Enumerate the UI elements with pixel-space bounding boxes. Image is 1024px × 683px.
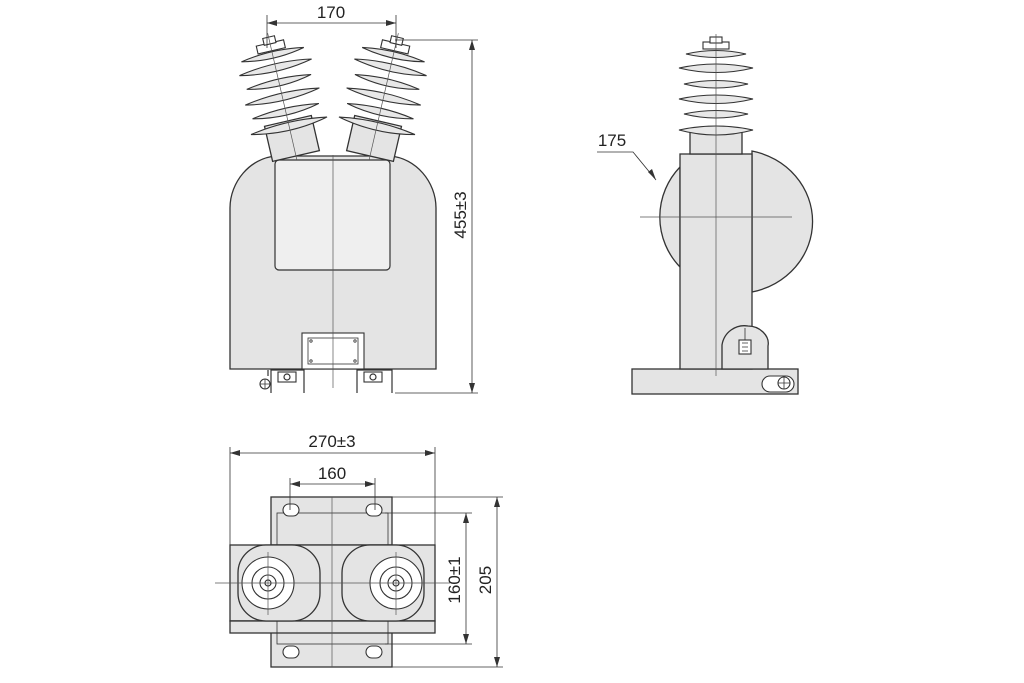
front-view: 170 455±3 <box>229 3 478 394</box>
dimension-170: 170 <box>266 3 397 48</box>
front-insulator-right <box>338 33 427 163</box>
side-view: 175 <box>597 34 814 395</box>
top-view: 270±3 160 160±1 205 <box>215 432 503 668</box>
dimension-160-vertical: 160±1 <box>385 512 472 645</box>
dimension-455: 455±3 <box>395 39 478 394</box>
dimension-175: 175 <box>597 131 657 181</box>
dimension-160-label: 160 <box>318 464 346 483</box>
dimension-205: 205 <box>392 496 503 668</box>
dimension-160-horizontal: 160 <box>289 464 376 510</box>
dimension-455-label: 455±3 <box>451 191 470 238</box>
dimension-175-label: 175 <box>598 131 626 150</box>
front-foot-left <box>270 369 305 393</box>
dimension-170-label: 170 <box>317 3 345 22</box>
dimension-270: 270±3 <box>229 432 436 545</box>
dimension-270-label: 270±3 <box>308 432 355 451</box>
front-foot-right <box>356 369 393 393</box>
front-window <box>274 159 391 271</box>
dimension-160-1-label: 160±1 <box>445 556 464 603</box>
dimension-205-label: 205 <box>476 566 495 594</box>
front-insulator-left <box>239 33 328 163</box>
